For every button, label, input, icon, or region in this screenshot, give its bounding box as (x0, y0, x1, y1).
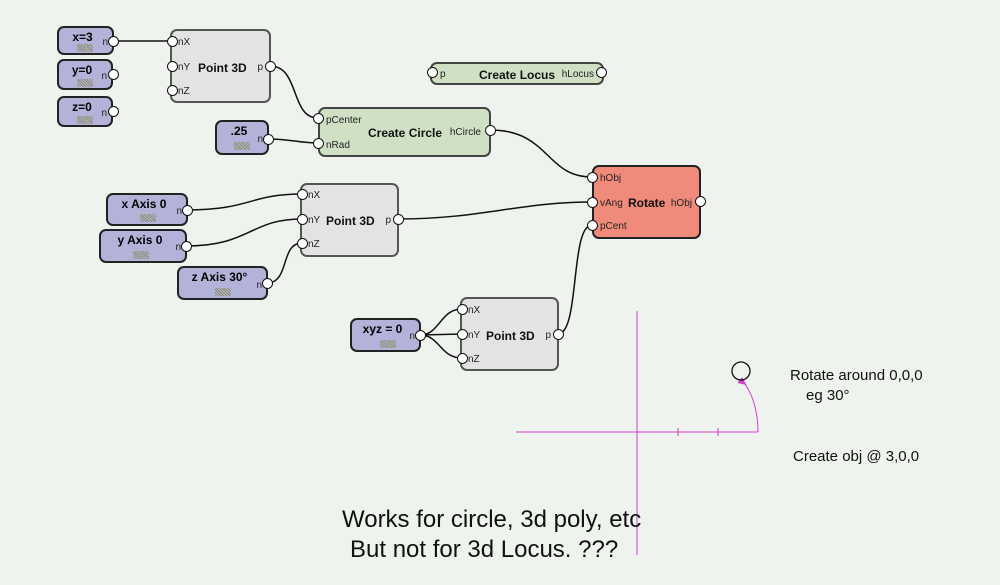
wire (185, 218, 303, 247)
create-circle-node[interactable]: pCenter nRad Create Circle hCircle (318, 107, 491, 157)
port-connector[interactable] (595, 66, 607, 78)
note-create: Create obj @ 3,0,0 (793, 448, 920, 465)
slider-icon (77, 79, 93, 87)
note-rotate: Rotate around 0,0,0 (790, 367, 923, 384)
port-connector[interactable] (426, 66, 438, 78)
port-connector[interactable] (296, 237, 308, 249)
port-connector[interactable] (166, 35, 178, 47)
point3d-node-3[interactable]: nX nY nZ Point 3D p (460, 297, 559, 371)
slider-icon (77, 44, 93, 52)
wire (419, 333, 463, 336)
wire (269, 65, 319, 119)
port-connector[interactable] (484, 124, 496, 136)
port-connector[interactable] (586, 196, 598, 208)
port-connector[interactable] (586, 171, 598, 183)
wire (186, 193, 303, 211)
port-connector[interactable] (392, 213, 404, 225)
wire (557, 224, 593, 335)
create-locus-node[interactable]: p Create Locus hLocus (430, 62, 604, 85)
slider-icon (215, 288, 231, 296)
port-connector[interactable] (296, 188, 308, 200)
arrow-head (737, 377, 747, 386)
port-connector[interactable] (312, 137, 324, 149)
wire (397, 201, 593, 220)
slider-icon (133, 251, 149, 259)
port-connector[interactable] (261, 277, 273, 289)
port-connector[interactable] (181, 204, 193, 216)
port-connector[interactable] (552, 328, 564, 340)
rotate-node[interactable]: hObj vAng pCent Rotate hObj (592, 165, 701, 239)
point3d-node-2[interactable]: nX nY nZ Point 3D p (300, 183, 399, 257)
caption-line-2: But not for 3d Locus. ??? (350, 536, 619, 563)
port-connector[interactable] (296, 213, 308, 225)
slider-icon (77, 116, 93, 124)
circle-object (731, 361, 751, 381)
port-connector[interactable] (586, 219, 598, 231)
slider-icon (140, 214, 156, 222)
wire (267, 138, 319, 144)
port-connector[interactable] (166, 60, 178, 72)
value-node-z-axis[interactable]: z Axis 30°n (177, 266, 268, 300)
port-connector[interactable] (312, 112, 324, 124)
rotation-arc (741, 379, 759, 433)
port-connector[interactable] (107, 68, 119, 80)
port-connector[interactable] (456, 352, 468, 364)
wire (266, 242, 303, 284)
port-connector[interactable] (694, 195, 706, 207)
caption-line-1: Works for circle, 3d poly, etc (342, 506, 642, 533)
port-connector[interactable] (456, 303, 468, 315)
slider-icon (234, 142, 250, 150)
port-connector[interactable] (456, 328, 468, 340)
port-connector[interactable] (414, 329, 426, 341)
note-angle: eg 30° (806, 387, 850, 404)
port-connector[interactable] (262, 133, 274, 145)
wire (419, 334, 463, 359)
slider-icon (380, 340, 396, 348)
port-connector[interactable] (166, 84, 178, 96)
point3d-node-1[interactable]: nX nY nZ Point 3D p (170, 29, 271, 103)
wire (489, 129, 593, 178)
port-connector[interactable] (180, 240, 192, 252)
port-connector[interactable] (107, 35, 119, 47)
wire (419, 308, 463, 336)
port-connector[interactable] (107, 105, 119, 117)
port-connector[interactable] (264, 60, 276, 72)
